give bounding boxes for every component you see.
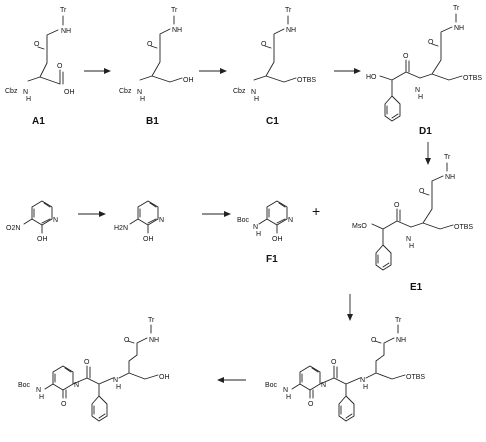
atom-h: H	[39, 394, 44, 401]
label-b1: B1	[146, 116, 159, 127]
atom-n-amide: N	[113, 377, 118, 384]
compound-final-oh: O NH Tr Boc N H N O O N H OH	[18, 317, 170, 422]
atom-oh: OH	[159, 374, 170, 381]
atom-n: N	[251, 89, 256, 96]
atom-oh: OH	[272, 236, 283, 243]
atom-mso: MsO	[352, 223, 367, 230]
atom-oh: OH	[64, 89, 75, 96]
atom-otbs: OTBS	[297, 77, 316, 84]
atom-h: H	[26, 96, 31, 103]
compound-nitropyridinol: O2N N OH	[6, 200, 58, 243]
atom-n-amide: N	[360, 377, 365, 384]
atom-cbz: Cbz	[119, 88, 132, 95]
atom-nh: NH	[149, 337, 159, 344]
atom-o: O	[371, 337, 377, 344]
atom-o-amide: O	[403, 53, 409, 60]
atom-nh: NH	[396, 337, 406, 344]
atom-oh: OH	[37, 236, 48, 243]
label-f1: F1	[266, 254, 278, 265]
atom-n-ring: N	[74, 382, 79, 389]
atom-oh: OH	[183, 77, 194, 84]
atom-o: O	[124, 337, 130, 344]
atom-n-ring: N	[288, 217, 293, 224]
atom-tr: Tr	[444, 154, 451, 161]
atom-n: N	[415, 87, 420, 94]
atom-h: H	[256, 231, 261, 238]
atom-o: O	[419, 188, 425, 195]
atom-boc: Boc	[18, 382, 31, 389]
atom-tr: Tr	[60, 7, 67, 14]
atom-n-ring: N	[321, 382, 326, 389]
atom-oh: OH	[143, 236, 154, 243]
atom-h: H	[286, 394, 291, 401]
compound-a1: O NH Tr Cbz N H O OH A1	[5, 7, 75, 127]
atom-nh: NH	[286, 27, 296, 34]
atom-o-amide: O	[394, 202, 400, 209]
atom-h: H	[254, 96, 259, 103]
atom-n: N	[253, 224, 258, 231]
compound-b1: O NH Tr Cbz N H OH B1	[119, 7, 194, 127]
atom-nh: NH	[172, 27, 182, 34]
atom-n: N	[283, 387, 288, 394]
atom-ho: HO	[366, 74, 377, 81]
compound-coupled-otbs: O NH Tr Boc N H N O O N H OTBS	[265, 317, 425, 422]
atom-h2n: H2N	[114, 225, 128, 232]
atom-tr: Tr	[453, 5, 460, 12]
atom-n-ring: N	[159, 217, 164, 224]
atom-n: N	[406, 236, 411, 243]
atom-tr: Tr	[395, 317, 402, 324]
compound-f1: Boc N H N OH F1	[237, 200, 293, 265]
atom-tr: Tr	[148, 317, 155, 324]
atom-n-ring: N	[53, 217, 58, 224]
compound-c1: O NH Tr Cbz N H OTBS C1	[233, 7, 316, 127]
atom-o: O	[428, 39, 434, 46]
atom-o: O	[261, 41, 267, 48]
plus-sign: +	[312, 203, 320, 219]
compound-d1: O NH Tr O HO N H OTBS D1	[366, 5, 482, 137]
atom-n: N	[23, 89, 28, 96]
atom-o-pyridone: O	[308, 401, 314, 408]
atom-boc: Boc	[265, 382, 278, 389]
atom-boc: Boc	[237, 217, 250, 224]
atom-nh: NH	[454, 25, 464, 32]
compound-aminopyridinol: H2N N OH	[114, 200, 164, 243]
atom-o-amide: O	[84, 359, 90, 366]
atom-h-amide: H	[116, 384, 121, 391]
atom-o: O	[34, 41, 40, 48]
atom-o-carbonyl: O	[57, 63, 63, 70]
atom-otbs: OTBS	[454, 224, 473, 231]
atom-n: N	[137, 89, 142, 96]
atom-cbz: Cbz	[233, 88, 246, 95]
atom-o-pyridone: O	[61, 401, 67, 408]
label-c1: C1	[266, 116, 279, 127]
atom-otbs: OTBS	[406, 374, 425, 381]
label-e1: E1	[410, 282, 423, 293]
compound-e1: O NH Tr O MsO N H OTBS E1	[352, 154, 473, 293]
atom-tr: Tr	[285, 7, 292, 14]
atom-o: O	[147, 41, 153, 48]
atom-h: H	[409, 243, 414, 250]
atom-o2n: O2N	[6, 225, 20, 232]
atom-otbs: OTBS	[463, 75, 482, 82]
atom-tr: Tr	[171, 7, 178, 14]
atom-o-amide: O	[331, 359, 337, 366]
atom-h: H	[418, 94, 423, 101]
atom-h: H	[140, 96, 145, 103]
label-d1: D1	[419, 126, 432, 137]
atom-cbz: Cbz	[5, 88, 18, 95]
atom-nh: NH	[61, 28, 71, 35]
atom-nh: NH	[445, 174, 455, 181]
atom-n: N	[36, 387, 41, 394]
atom-h-amide: H	[363, 384, 368, 391]
label-a1: A1	[32, 116, 45, 127]
